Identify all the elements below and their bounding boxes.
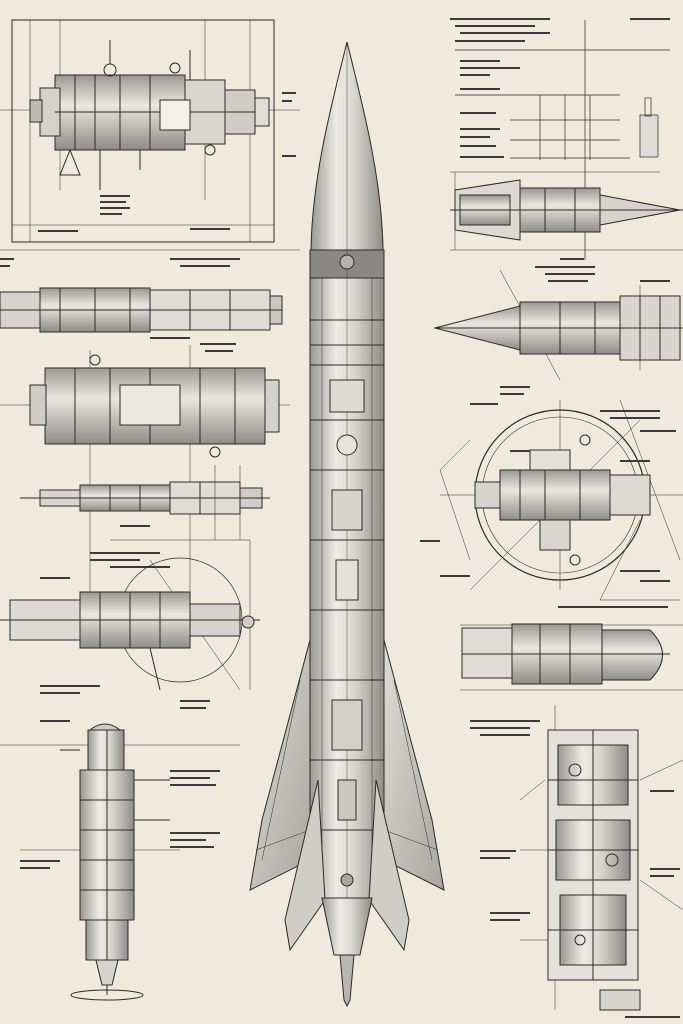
engine-block-mid-left <box>0 345 290 600</box>
engine-assembly-top-left <box>0 19 300 243</box>
stage-side-view-left <box>0 249 300 333</box>
rocket-tail <box>321 897 373 956</box>
rocket-nozzle <box>339 954 355 1008</box>
inner-left-fin <box>284 779 326 952</box>
annotation-cluster-machinery <box>480 790 680 1018</box>
inner-right-fin <box>368 779 410 952</box>
annotation-cluster-shaft <box>40 525 170 579</box>
annotation-cluster-nozzle <box>40 685 210 722</box>
missile-side-view-right <box>433 269 683 381</box>
annotation-cluster-cylinder <box>470 720 540 736</box>
annotation-cluster-stage-right <box>535 258 670 282</box>
annotation-cluster-top-right <box>450 18 670 158</box>
circular-section-right <box>439 399 683 601</box>
annotation-cluster-booster <box>20 770 220 869</box>
shaft-assembly-left <box>20 465 270 540</box>
annotation-cluster-circle <box>420 450 670 608</box>
dimension-grid-top-right <box>455 20 670 260</box>
stage-side-view-right <box>450 171 683 251</box>
machinery-vertical-right <box>519 705 683 1011</box>
booster-vertical-bottom-left <box>0 723 240 1001</box>
nozzle-construction-left <box>0 539 260 691</box>
annotation-cluster-stage-left <box>0 258 240 352</box>
annotation-cluster-missile <box>470 386 676 432</box>
central-rocket <box>249 41 445 1008</box>
annotation-cluster-top-left <box>38 92 296 232</box>
cylinder-module-right <box>460 623 683 691</box>
